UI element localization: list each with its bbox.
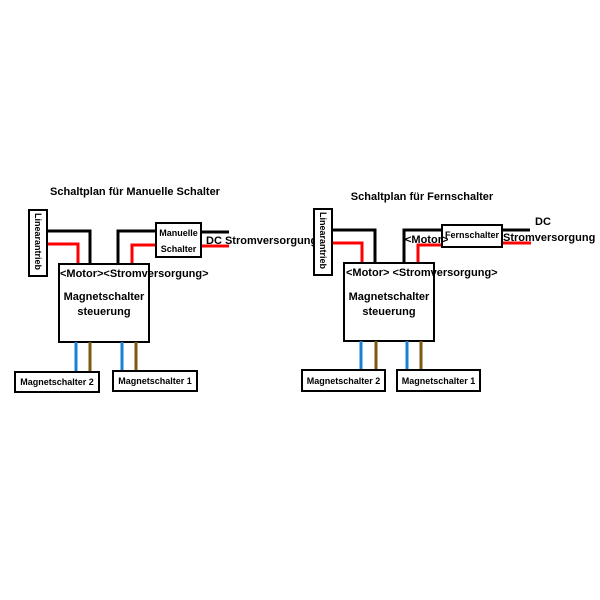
right-title: Schaltplan für Fernschalter	[351, 191, 494, 203]
magnet-switch-1-box	[396, 369, 481, 392]
motor-positive-wire	[332, 241, 364, 263]
motor-negative-wire	[47, 229, 92, 264]
linear-actuator-box	[28, 209, 48, 277]
supply-positive-wire	[416, 243, 442, 263]
controller-label-2: steuerung	[77, 306, 130, 318]
switch-port-label: <Motor>	[405, 234, 448, 246]
port-labels: <Motor><Stromversorgung>	[60, 268, 209, 280]
manual-switch-diagram: Schaltplan für Manuelle Schalter Lineara…	[14, 186, 317, 393]
remote-switch-label: Fernschalter	[445, 230, 500, 240]
magnet-switch-2-label: Magnetschalter 2	[20, 377, 94, 387]
supply-negative-wire	[402, 228, 442, 263]
power-label: Stromversorgung	[503, 232, 595, 244]
controller-label-2: steuerung	[362, 306, 415, 318]
magnet-switch-2-box	[301, 369, 386, 392]
manual-switch-label-1: Manuelle	[159, 228, 198, 238]
dc-power-label: DC Stromversorgung	[206, 235, 317, 247]
left-title: Schaltplan für Manuelle Schalter	[50, 186, 221, 198]
magnet-switch-1-box	[112, 370, 198, 392]
controller-label-1: Magnetschalter	[349, 291, 430, 303]
magnet-switch-1-label: Magnetschalter 1	[402, 376, 476, 386]
controller-box	[343, 262, 435, 342]
dc-label: DC	[535, 216, 551, 228]
controller-label-1: Magnetschalter	[64, 291, 145, 303]
manual-switch-label-2: Schalter	[161, 244, 197, 254]
magnet-switch-1-label: Magnetschalter 1	[118, 376, 192, 386]
supply-negative-wire	[116, 229, 156, 264]
manual-switch-box	[155, 222, 202, 258]
magnet-switch-2-box	[14, 371, 100, 393]
supply-positive-wire	[130, 243, 156, 264]
linear-actuator-label: Linearantrieb	[318, 212, 328, 270]
port-labels: <Motor> <Stromversorgung>	[346, 267, 498, 279]
linear-actuator-label: Linearantrieb	[33, 213, 43, 271]
motor-positive-wire	[47, 242, 80, 264]
controller-box	[58, 263, 150, 343]
linear-actuator-box	[313, 208, 333, 276]
motor-negative-wire	[332, 228, 377, 263]
remote-switch-box	[441, 224, 503, 248]
magnet-switch-2-label: Magnetschalter 2	[307, 376, 381, 386]
remote-switch-diagram: Schaltplan für Fernschalter Linearantrie…	[301, 191, 595, 392]
